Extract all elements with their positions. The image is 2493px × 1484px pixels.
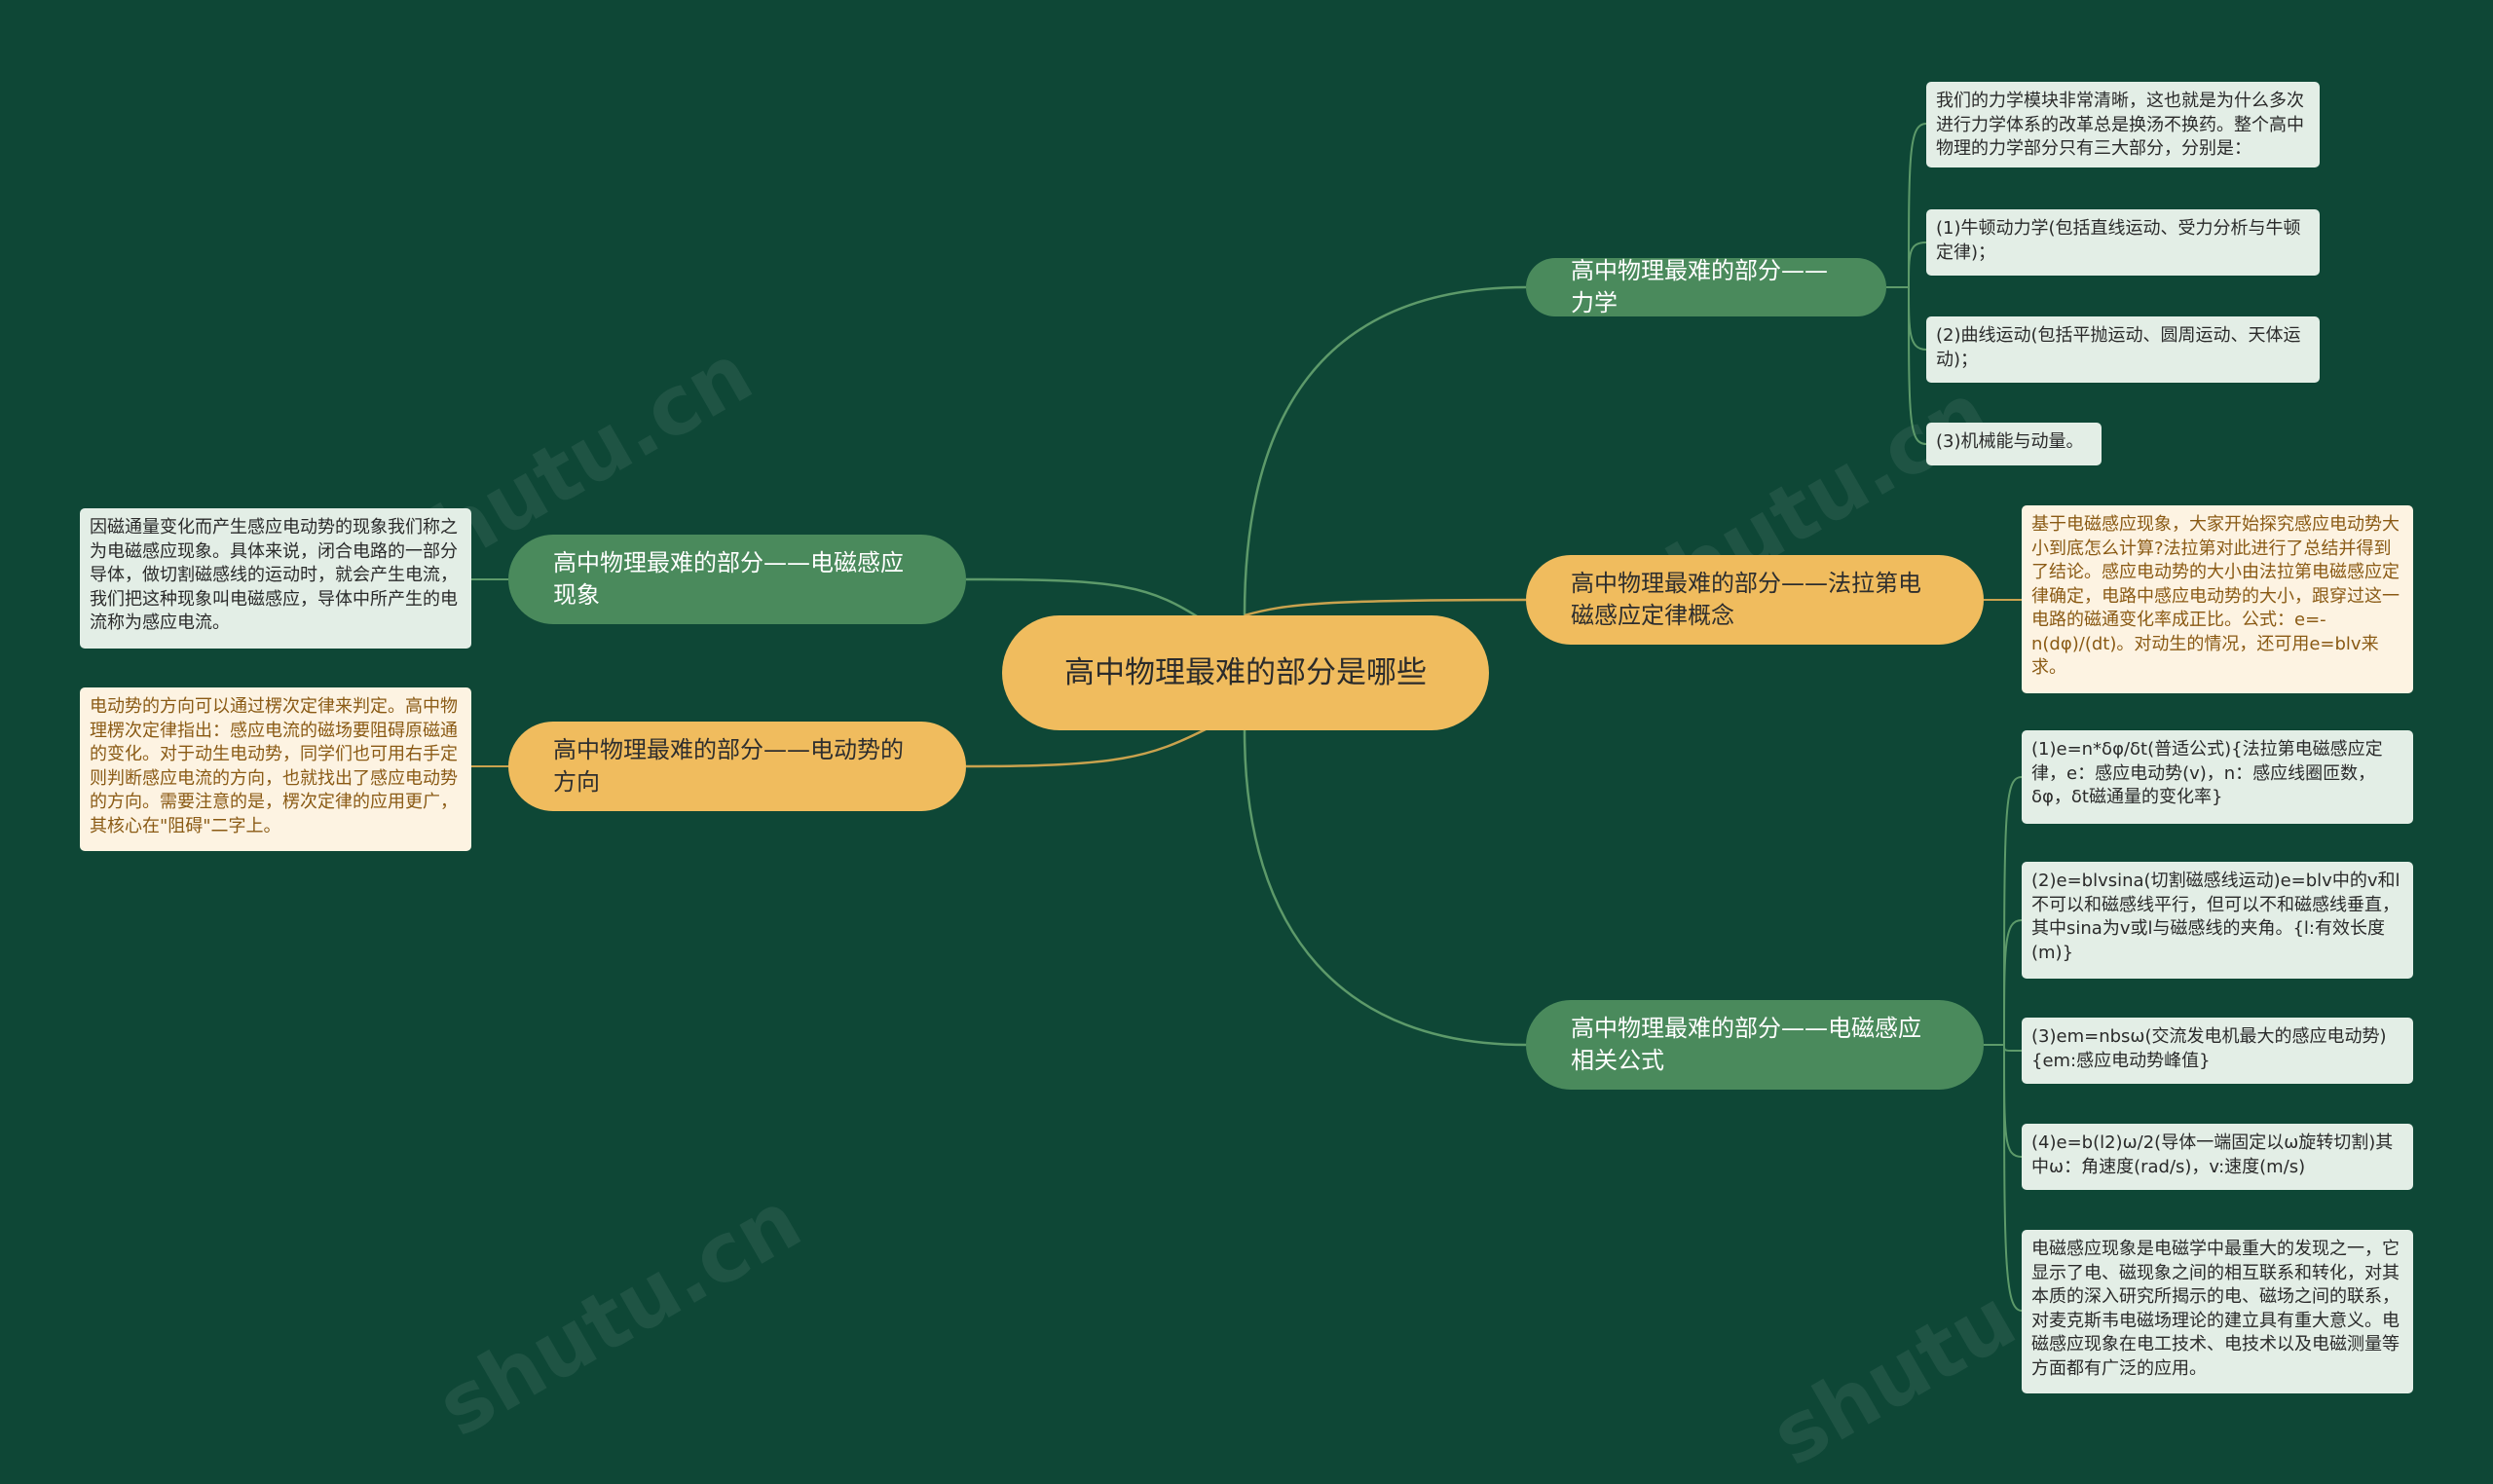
link-formulas-leaf-1: [2003, 776, 2023, 1046]
link-mechanics-leaf-3: [1908, 286, 1927, 351]
leaf-text: 基于电磁感应现象，大家开始探究感应电动势大小到底怎么计算?法拉第对此进行了总结并…: [2031, 514, 2400, 678]
leaf-mechanics-overview[interactable]: 我们的力学模块非常清晰，这也就是为什么多次进行力学体系的改革总是换汤不换药。整个…: [1926, 82, 2320, 167]
link-formulas-leaf-3: [2003, 1044, 2023, 1053]
leaf-formula-4[interactable]: (4)e=b(l2)ω/2(导体一端固定以ω旋转切割)其中ω：角速度(rad/s…: [2022, 1124, 2413, 1190]
branch-faraday-law[interactable]: 高中物理最难的部分——法拉第电磁感应定律概念: [1526, 555, 1984, 645]
link-mechanics-leaf-2: [1908, 241, 1927, 288]
root-topic[interactable]: 高中物理最难的部分是哪些: [1002, 615, 1489, 730]
link-formulas-leaf-5: [2003, 1044, 2023, 1312]
leaf-text: 因磁通量变化而产生感应电动势的现象我们称之为电磁感应现象。具体来说，闭合电路的一…: [90, 517, 458, 633]
leaf-text: (3)em=nbsω(交流发电机最大的感应电动势){em:感应电动势峰值}: [2031, 1026, 2387, 1071]
leaf-text: 电动势的方向可以通过楞次定律来判定。高中物理楞次定律指出：感应电流的磁场要阻碍原…: [90, 696, 458, 836]
branch-emf-direction-label: 高中物理最难的部分——电动势的方向: [553, 736, 904, 796]
root-topic-label: 高中物理最难的部分是哪些: [1064, 655, 1427, 690]
link-root-faraday: [1244, 598, 1527, 617]
leaf-text: (3)机械能与动量。: [1936, 431, 2084, 452]
link-mechanics-leaf-4: [1908, 286, 1927, 445]
leaf-text: (4)e=b(l2)ω/2(导体一端固定以ω旋转切割)其中ω：角速度(rad/s…: [2031, 1132, 2394, 1177]
branch-induction-formulas[interactable]: 高中物理最难的部分——电磁感应相关公式: [1526, 1000, 1984, 1090]
leaf-mechanics-energy-momentum[interactable]: (3)机械能与动量。: [1926, 423, 2102, 465]
leaf-formula-3[interactable]: (3)em=nbsω(交流发电机最大的感应电动势){em:感应电动势峰值}: [2022, 1018, 2413, 1084]
branch-induction-formulas-label: 高中物理最难的部分——电磁感应相关公式: [1571, 1015, 1921, 1074]
leaf-text: 电磁感应现象是电磁学中最重大的发现之一，它显示了电、磁现象之间的相互联系和转化，…: [2031, 1239, 2400, 1379]
leaf-text: (1)e=n*δφ/δt(普适公式){法拉第电磁感应定律，e：感应电动势(v)，…: [2031, 739, 2383, 807]
leaf-text: (2)曲线运动(包括平抛运动、圆周运动、天体运动)；: [1936, 325, 2301, 370]
leaf-text: (1)牛顿动力学(包括直线运动、受力分析与牛顿定律)；: [1936, 218, 2301, 263]
link-formulas-leaf-4: [2003, 1044, 2023, 1158]
branch-faraday-law-label: 高中物理最难的部分——法拉第电磁感应定律概念: [1571, 570, 1921, 629]
leaf-emf-direction-detail[interactable]: 电动势的方向可以通过楞次定律来判定。高中物理楞次定律指出：感应电流的磁场要阻碍原…: [80, 687, 471, 851]
link-root-direction: [965, 726, 1209, 768]
link-root-formulas: [1243, 729, 1527, 1047]
link-root-mechanics: [1243, 285, 1527, 616]
link-root-induction: [965, 577, 1209, 625]
branch-mechanics[interactable]: 高中物理最难的部分——力学: [1526, 257, 1886, 316]
leaf-text: 我们的力学模块非常清晰，这也就是为什么多次进行力学体系的改革总是换汤不换药。整个…: [1936, 91, 2304, 159]
link-mechanics-leaf-1: [1908, 123, 1927, 288]
leaf-mechanics-newton[interactable]: (1)牛顿动力学(包括直线运动、受力分析与牛顿定律)；: [1926, 209, 2320, 276]
leaf-faraday-law-detail[interactable]: 基于电磁感应现象，大家开始探究感应电动势大小到底怎么计算?法拉第对此进行了总结并…: [2022, 505, 2413, 693]
leaf-text: (2)e=blvsina(切割磁感线运动)e=blv中的v和l不可以和磁感线平行…: [2031, 871, 2400, 963]
branch-induction-phenomenon-label: 高中物理最难的部分——电磁感应现象: [553, 549, 904, 609]
leaf-formula-2[interactable]: (2)e=blvsina(切割磁感线运动)e=blv中的v和l不可以和磁感线平行…: [2022, 862, 2413, 979]
branch-induction-phenomenon[interactable]: 高中物理最难的部分——电磁感应现象: [508, 535, 966, 624]
leaf-induction-significance[interactable]: 电磁感应现象是电磁学中最重大的发现之一，它显示了电、磁现象之间的相互联系和转化，…: [2022, 1230, 2413, 1393]
leaf-induction-phenomenon-detail[interactable]: 因磁通量变化而产生感应电动势的现象我们称之为电磁感应现象。具体来说，闭合电路的一…: [80, 508, 471, 649]
branch-mechanics-label: 高中物理最难的部分——力学: [1571, 257, 1828, 316]
branch-emf-direction[interactable]: 高中物理最难的部分——电动势的方向: [508, 722, 966, 811]
leaf-mechanics-curve-motion[interactable]: (2)曲线运动(包括平抛运动、圆周运动、天体运动)；: [1926, 316, 2320, 383]
leaf-formula-1[interactable]: (1)e=n*δφ/δt(普适公式){法拉第电磁感应定律，e：感应电动势(v)，…: [2022, 730, 2413, 824]
link-formulas-leaf-2: [2003, 919, 2023, 1046]
